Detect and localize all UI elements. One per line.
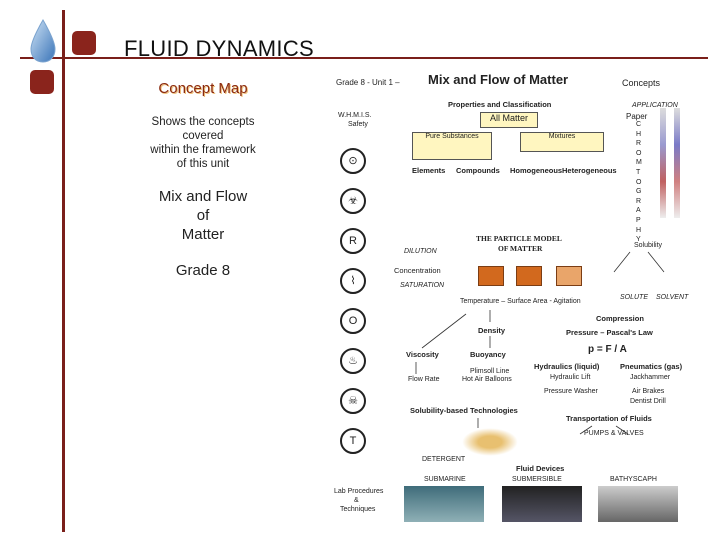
paper-label: Paper (626, 112, 648, 121)
pure-substances-box: Pure Substances (412, 132, 492, 160)
concept-map-heading: Concept Map (158, 80, 248, 97)
hazard-toxic-icon: T (340, 428, 366, 454)
map-title-main: Mix and Flow of Matter (428, 72, 569, 87)
topic: Mix and Flow of Matter (142, 187, 264, 244)
application-label: APPLICATION (632, 102, 678, 109)
jackhammer-label: Jackhammer (630, 374, 671, 381)
solubility-tech-label: Solubility-based Technologies (410, 406, 518, 415)
bathyscaph-photo (598, 486, 678, 522)
desc-line: within the framework (150, 144, 256, 156)
hot-air-label: Hot Air Balloons (462, 376, 512, 383)
whmis-label: W.H.M.I.S. (338, 112, 372, 119)
mixtures-label: Mixtures (548, 133, 576, 140)
hazard-corrosive-icon: ⌇ (340, 268, 366, 294)
flow-rate-label: Flow Rate (408, 376, 440, 383)
desc-line: of this unit (176, 158, 230, 170)
submarine-label: SUBMARINE (424, 476, 466, 483)
water-drop-icon (30, 19, 56, 63)
pressure-label: Pressure – Pascal's Law (566, 328, 653, 337)
pumps-label: PUMPS & VALVES (584, 430, 644, 437)
hazard-poison-icon: ☠ (340, 388, 366, 414)
submersible-photo (502, 486, 582, 522)
bathyscaph-label: BATHYSCAPH (610, 476, 657, 483)
air-brakes-label: Air Brakes (632, 388, 665, 395)
pure-label: Pure Substances (425, 133, 479, 140)
particle-model-line2: OF MATTER (498, 244, 543, 253)
pressure-washer-label: Pressure Washer (544, 388, 598, 395)
hazard-radioactive-icon: R (340, 228, 366, 254)
concept-map-image: Grade 8 - Unit 1 – Mix and Flow of Matte… (330, 72, 704, 530)
heterogeneous-label: Heterogeneous (562, 166, 617, 175)
detergent-image (462, 428, 518, 456)
map-title-prefix: Grade 8 - Unit 1 – (336, 78, 400, 87)
description: Shows the concepts covered within the fr… (142, 115, 264, 171)
desc-line: Shows the concepts (151, 116, 255, 128)
hazard-compressed-gas-icon: ⊙ (340, 148, 366, 174)
lab-line1: Lab Procedures (334, 488, 384, 495)
topic-line: of (196, 207, 210, 224)
hazard-flammable-icon: ♨ (340, 348, 366, 374)
homogeneous-label: Homogeneous (510, 166, 563, 175)
grade-label: Grade 8 (175, 262, 231, 279)
lab-line2: & (354, 497, 359, 504)
map-arrows (415, 251, 665, 435)
mixtures-box: Mixtures (520, 132, 604, 152)
properties-label: Properties and Classification (448, 100, 552, 109)
dentist-drill-label: Dentist Drill (630, 398, 666, 405)
particle-cube (556, 266, 582, 286)
particle-cube (516, 266, 542, 286)
left-panel: Concept Map Shows the concepts covered w… (142, 76, 264, 279)
decor-square-top (72, 31, 96, 55)
submarine-photo (404, 486, 484, 522)
all-matter-box: All Matter (480, 112, 538, 128)
formula-label: p = F / A (588, 344, 627, 355)
hydraulic-lift-label: Hydraulic Lift (550, 374, 591, 381)
compression-label: Compression (596, 314, 644, 323)
density-label: Density (478, 326, 506, 335)
frame-vertical-line (62, 10, 65, 532)
elements-label: Elements (412, 166, 446, 175)
lab-line3: Techniques (340, 506, 376, 513)
pneumatics-label: Pneumatics (gas) (620, 362, 683, 371)
fluid-devices-label: Fluid Devices (516, 464, 565, 473)
temperature-label: Temperature – Surface Area - Agitation (460, 298, 581, 305)
hazard-biohazard-icon: ☣ (340, 188, 366, 214)
transport-label: Transportation of Fluids (566, 414, 652, 423)
plimsoll-label: Plimsoll Line (470, 368, 510, 375)
chromatography-strip (674, 108, 680, 218)
topic-line: Mix and Flow (158, 188, 248, 205)
decor-square-left (30, 70, 54, 94)
particle-model-line1: THE PARTICLE MODEL (476, 234, 562, 243)
chromatography-strip (660, 108, 666, 218)
particle-cube (478, 266, 504, 286)
solubility-label: Solubility (634, 242, 663, 249)
desc-line: covered (182, 130, 224, 142)
detergent-label: DETERGENT (422, 456, 466, 463)
dilution-label: DILUTION (404, 248, 437, 255)
page-title: FLUID DYNAMICS (124, 36, 314, 61)
concentration-label: Concentration (394, 266, 441, 275)
saturation-label: SATURATION (400, 282, 445, 289)
map-title-suffix: Concepts (622, 78, 661, 88)
solvent-label: SOLVENT (656, 294, 689, 301)
viscosity-label: Viscosity (406, 350, 439, 359)
frame-horizontal-line (20, 57, 708, 59)
topic-line: Matter (181, 226, 225, 243)
submersible-label: SUBMERSIBLE (512, 476, 562, 483)
buoyancy-label: Buoyancy (470, 350, 506, 359)
safety-label: Safety (348, 121, 368, 128)
compounds-label: Compounds (456, 166, 500, 175)
hazard-oxidizer-icon: O (340, 308, 366, 334)
hydraulics-label: Hydraulics (liquid) (534, 362, 600, 371)
solute-label: SOLUTE (620, 294, 649, 301)
